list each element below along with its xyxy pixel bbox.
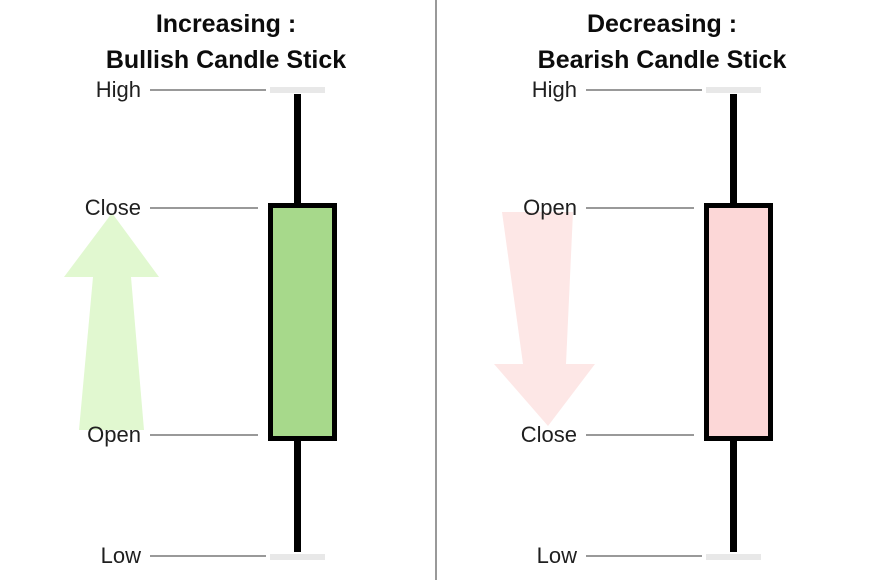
leader-line-close xyxy=(150,207,258,209)
panel-bearish: Decreasing : Bearish Candle Stick High O… xyxy=(436,0,870,580)
leader-line-open xyxy=(586,207,694,209)
label-low: Low xyxy=(536,543,577,568)
panel-divider xyxy=(435,0,437,580)
leader-line-close xyxy=(586,434,694,436)
up-arrow-shape xyxy=(64,213,159,430)
label-high: High xyxy=(95,77,141,102)
leader-line-low xyxy=(586,555,702,557)
bearish-candle-body xyxy=(704,203,773,441)
label-open: Open xyxy=(87,422,141,447)
panel-title-bearish: Decreasing : Bearish Candle Stick xyxy=(538,6,787,78)
label-high: High xyxy=(531,77,577,102)
leader-line-high xyxy=(586,89,702,91)
label-close: Close xyxy=(84,195,141,220)
panel-title-bullish: Increasing : Bullish Candle Stick xyxy=(106,6,346,78)
title-line-2: Bullish Candle Stick xyxy=(105,46,347,74)
leader-line-high xyxy=(150,89,266,91)
bullish-candle-body xyxy=(268,203,337,441)
low-tick xyxy=(270,554,325,560)
title-line-1: Decreasing : xyxy=(586,10,738,38)
label-low: Low xyxy=(100,543,141,568)
label-open: Open xyxy=(523,195,577,220)
title-line-1: Increasing : xyxy=(155,10,297,38)
low-tick xyxy=(706,554,761,560)
high-tick xyxy=(706,87,761,93)
leader-line-open xyxy=(150,434,258,436)
down-arrow-shape xyxy=(494,212,595,426)
title-line-2: Bearish Candle Stick xyxy=(537,46,787,74)
panel-bullish: Increasing : Bullish Candle Stick High C… xyxy=(64,6,346,568)
leader-line-low xyxy=(150,555,266,557)
high-tick xyxy=(270,87,325,93)
label-close: Close xyxy=(520,422,577,447)
